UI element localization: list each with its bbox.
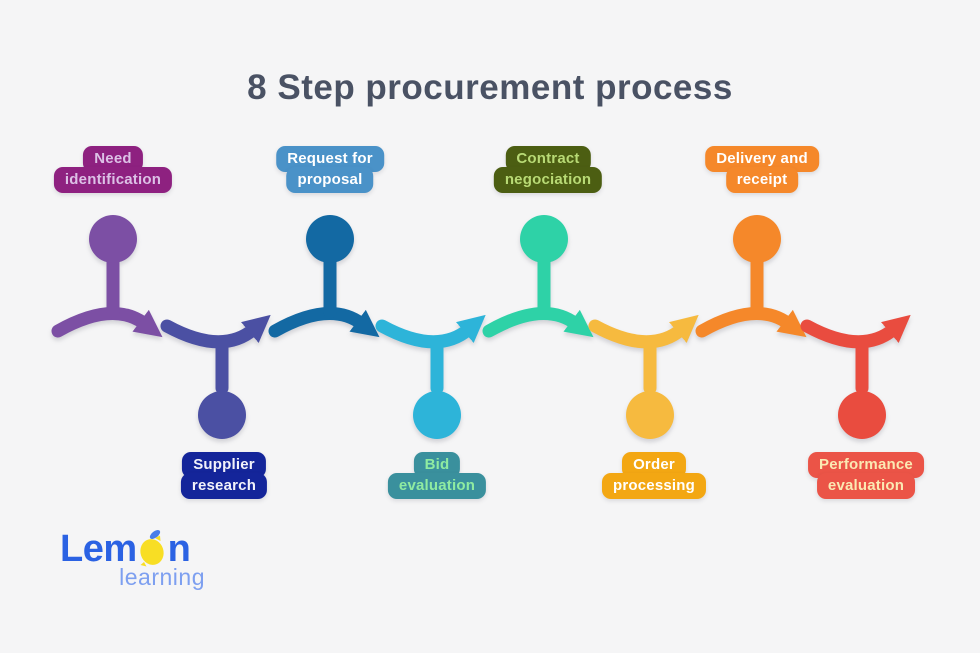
step-label-request-for-proposal: Request for proposal bbox=[276, 146, 384, 193]
step-label-need-identification: Need identification bbox=[53, 146, 173, 193]
step-arrow bbox=[375, 314, 486, 349]
label-line: proposal bbox=[286, 167, 374, 193]
step-arrow bbox=[51, 307, 163, 338]
step-arrow bbox=[160, 314, 271, 349]
logo-subtext: learning bbox=[119, 564, 205, 590]
logo-wordmark: Lem n bbox=[60, 527, 205, 571]
step-circle bbox=[626, 391, 674, 439]
label-line: Delivery and bbox=[705, 146, 819, 172]
step-arrow bbox=[588, 314, 699, 349]
step-arrow bbox=[695, 307, 807, 338]
step-node-performance-evaluation bbox=[800, 314, 911, 439]
step-circle bbox=[413, 391, 461, 439]
step-arrow bbox=[800, 314, 911, 349]
step-circle bbox=[733, 215, 781, 263]
step-circle bbox=[306, 215, 354, 263]
label-line: receipt bbox=[725, 167, 799, 193]
step-arrow bbox=[268, 307, 380, 338]
step-label-supplier-research: Supplier research bbox=[180, 452, 268, 499]
step-node-supplier-research bbox=[160, 314, 271, 439]
label-line: processing bbox=[601, 473, 707, 499]
logo-text-before: Lem bbox=[60, 528, 137, 570]
label-line: negociation bbox=[493, 167, 603, 193]
step-circle bbox=[520, 215, 568, 263]
lemon-icon bbox=[139, 530, 164, 567]
logo-text-after: n bbox=[167, 528, 191, 570]
step-node-order-processing bbox=[588, 314, 699, 439]
step-circle bbox=[89, 215, 137, 263]
step-label-delivery-and-receipt: Delivery and receipt bbox=[705, 146, 819, 193]
step-node-contract-negociation bbox=[482, 215, 594, 338]
step-label-performance-evaluation: Performance evaluation bbox=[808, 452, 924, 499]
lemon-learning-logo: Lem n learning bbox=[60, 527, 205, 591]
step-node-need-identification bbox=[51, 215, 163, 338]
step-node-delivery-and-receipt bbox=[695, 215, 807, 338]
label-line: identification bbox=[53, 167, 173, 193]
step-circle bbox=[198, 391, 246, 439]
step-node-bid-evaluation bbox=[375, 314, 486, 439]
label-line: research bbox=[180, 473, 268, 499]
step-node-request-for-proposal bbox=[268, 215, 380, 338]
step-circle bbox=[838, 391, 886, 439]
step-label-order-processing: Order processing bbox=[601, 452, 707, 499]
step-arrow bbox=[482, 307, 594, 338]
step-label-contract-negociation: Contract negociation bbox=[493, 146, 603, 193]
label-line: evaluation bbox=[816, 473, 916, 499]
page-title: 8 Step procurement process bbox=[247, 68, 733, 107]
label-line: evaluation bbox=[387, 473, 487, 499]
step-label-bid-evaluation: Bid evaluation bbox=[387, 452, 487, 499]
